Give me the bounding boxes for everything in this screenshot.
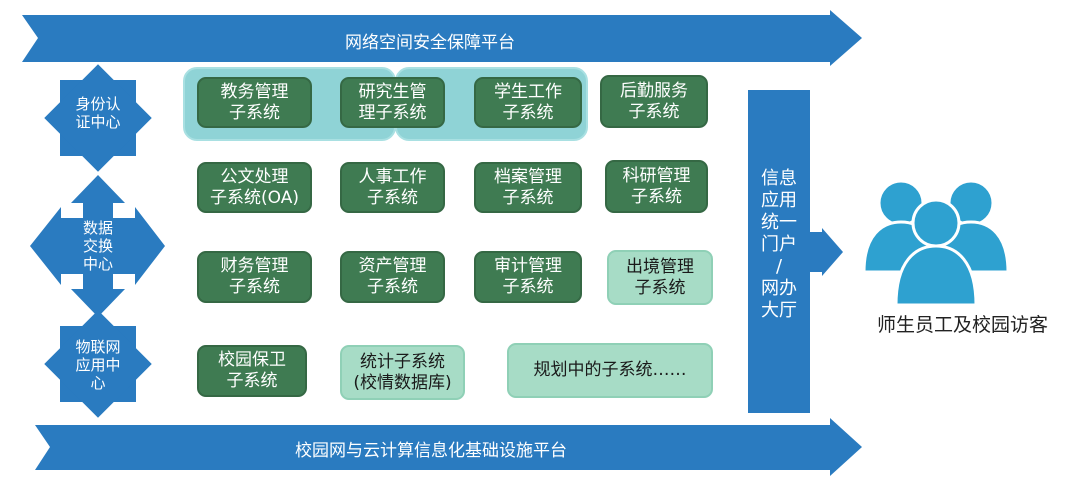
subsystem-planned[interactable]: 规划中的子系统……: [507, 343, 713, 398]
bottom-band-label: 校园网与云计算信息化基础设施平台: [295, 441, 567, 461]
iot-center-star: [44, 310, 152, 418]
data-exchange-cross-arrow: [30, 175, 165, 317]
subsystem-logistics[interactable]: 后勤服务 子系统: [600, 75, 708, 128]
subsystem-hr[interactable]: 人事工作 子系统: [340, 162, 445, 213]
subsystem-oa[interactable]: 公文处理 子系统(OA): [197, 162, 312, 213]
users-label: 师生员工及校园访客: [876, 314, 1048, 336]
users-group-icon: [862, 179, 1010, 307]
iot-center-label: 物联网 应用中 心: [75, 338, 121, 392]
subsystem-assets[interactable]: 资产管理 子系统: [340, 251, 445, 303]
identity-center-label: 身份认 证中心: [75, 95, 121, 131]
subsystem-security[interactable]: 校园保卫 子系统: [197, 345, 307, 397]
subsystem-graduate[interactable]: 研究生管 理子系统: [340, 77, 445, 128]
subsystem-audit[interactable]: 审计管理 子系统: [474, 251, 582, 303]
subsystem-student-work[interactable]: 学生工作 子系统: [474, 77, 582, 128]
subsystem-exit-management[interactable]: 出境管理 子系统: [607, 250, 713, 305]
top-band-arrow: [22, 10, 862, 66]
subsystem-research[interactable]: 科研管理 子系统: [605, 160, 708, 213]
subsystem-finance[interactable]: 财务管理 子系统: [197, 251, 312, 303]
bottom-band-arrow: [35, 418, 862, 476]
portal-label: 信息 应用 统一 门户 / 网办 大厅: [761, 168, 797, 321]
subsystem-academic-affairs[interactable]: 教务管理 子系统: [197, 77, 312, 128]
top-band-label: 网络空间安全保障平台: [345, 33, 515, 53]
portal-bar: [748, 90, 810, 413]
subsystem-statistics[interactable]: 统计子系统 (校情数据库): [340, 345, 465, 400]
data-exchange-center-label: 数据 交换 中心: [82, 219, 113, 273]
identity-center-star: [44, 64, 152, 172]
subsystem-archives[interactable]: 档案管理 子系统: [474, 162, 582, 213]
portal-arrow: [810, 228, 843, 276]
